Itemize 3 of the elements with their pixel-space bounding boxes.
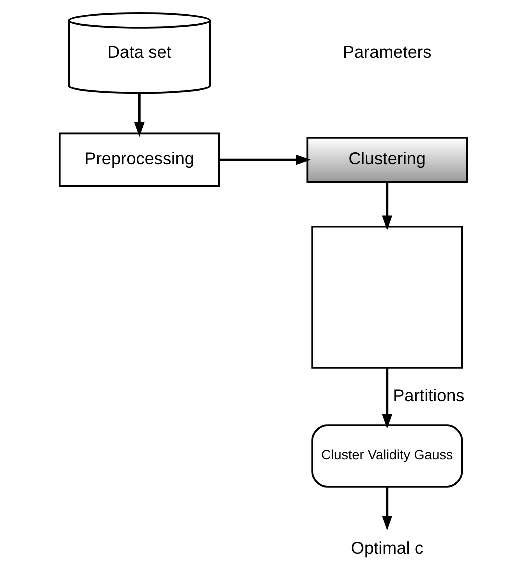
node-text: Optimal c <box>350 538 424 558</box>
label: Parameters <box>342 42 432 62</box>
edge-label: Partitions <box>392 385 464 406</box>
